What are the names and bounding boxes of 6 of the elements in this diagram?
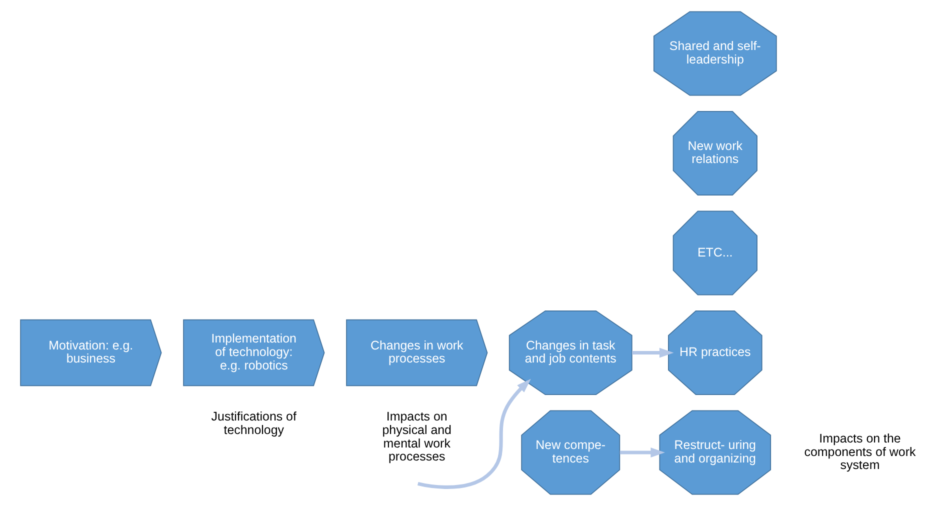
label: Justifications of technology	[211, 410, 296, 437]
arrow	[418, 378, 531, 489]
arrow	[620, 448, 665, 458]
label: Impacts on physical and mental work processes	[382, 410, 452, 464]
label: Impacts on the components of work system	[804, 431, 916, 472]
arrow	[632, 348, 674, 358]
